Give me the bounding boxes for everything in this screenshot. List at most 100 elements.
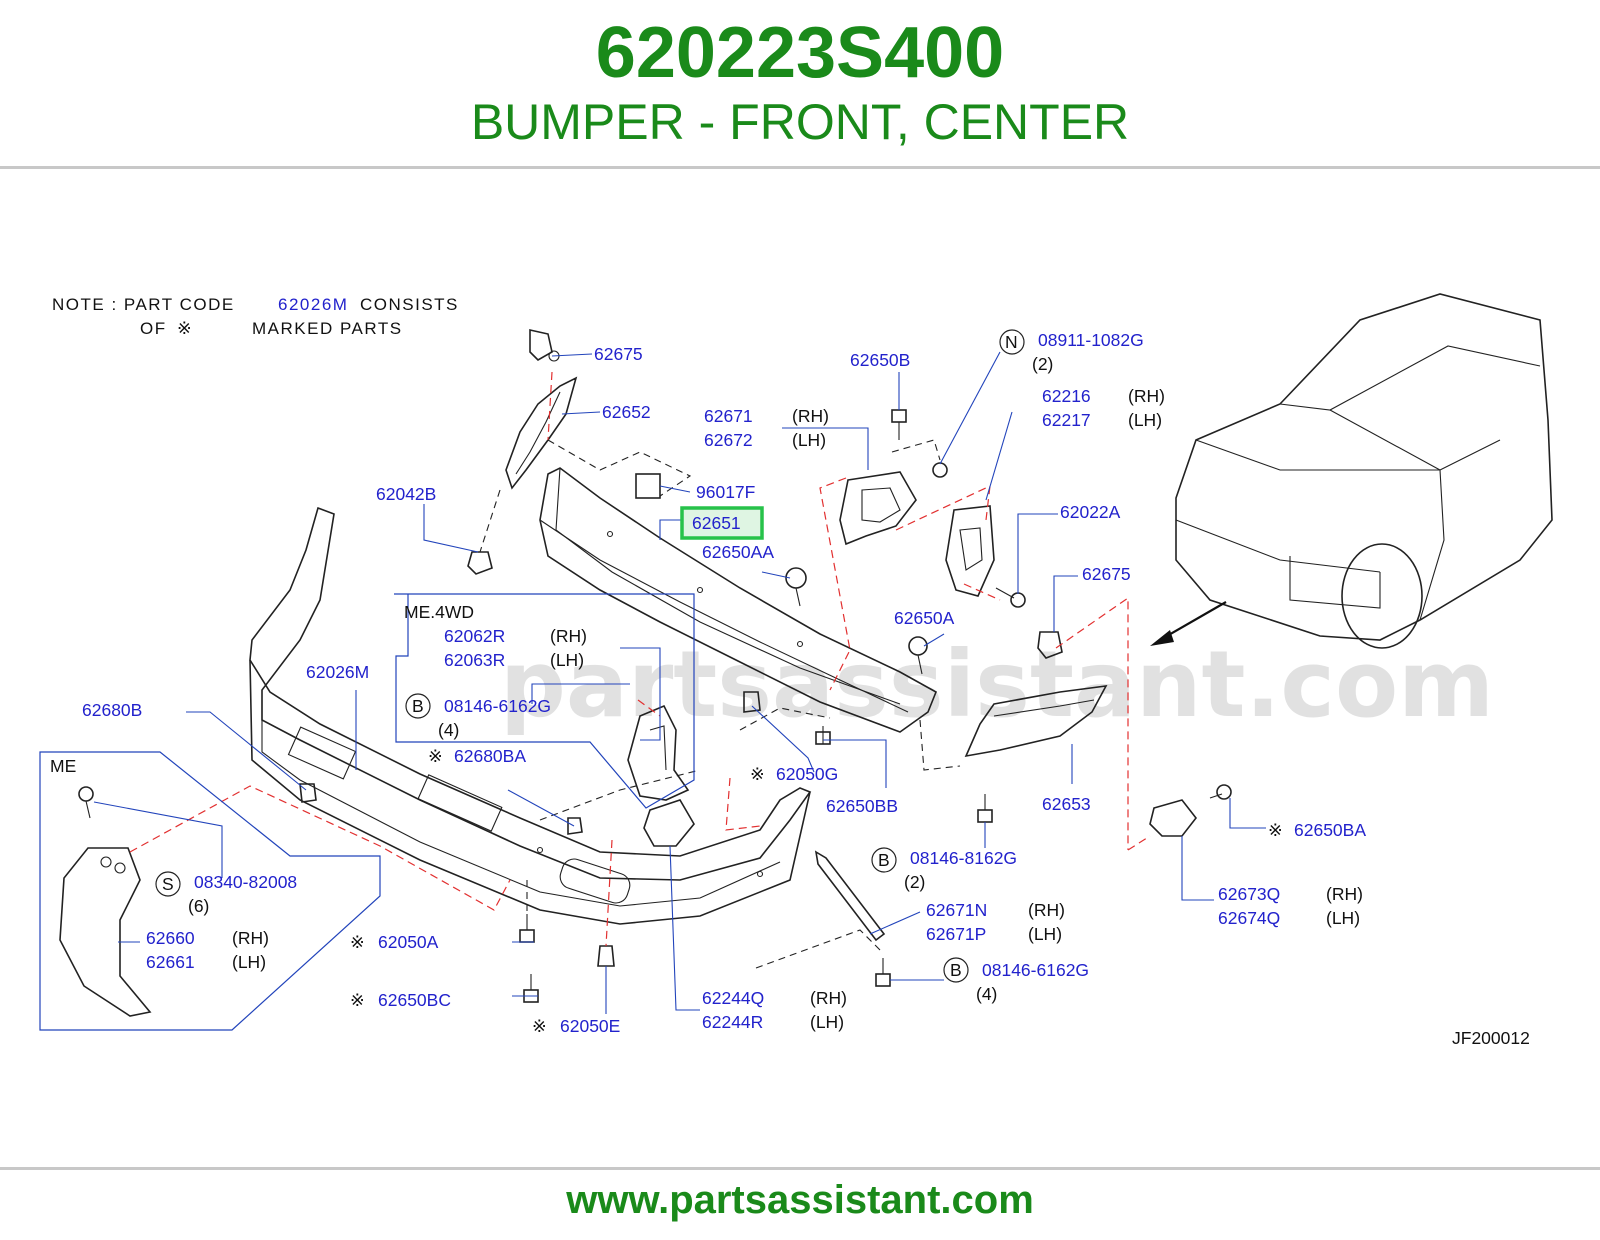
part-62650a[interactable]: 62650A (894, 608, 955, 628)
group-label-me-4wd: ME.4WD (404, 602, 474, 622)
part-62651[interactable]: 62651 (692, 513, 741, 533)
part-08146-6162g-a[interactable]: 08146-6162G (444, 696, 551, 716)
part-62650bb[interactable]: 62650BB (826, 796, 898, 816)
reinforcement-beam-drawing (539, 467, 938, 733)
part-08911-1082g[interactable]: 08911-1082G (1038, 330, 1144, 350)
part-62680ba[interactable]: 62680BA (454, 746, 526, 766)
side-62674q: (LH) (1326, 908, 1360, 928)
nut-62042b-drawing (467, 551, 493, 575)
part-62650bc[interactable]: 62650BC (378, 990, 451, 1010)
part-62675-right[interactable]: 62675 (1082, 564, 1131, 584)
part-62216[interactable]: 62216 (1042, 386, 1091, 406)
qty-08146-a: (4) (438, 720, 459, 740)
part-62650ba[interactable]: 62650BA (1294, 820, 1366, 840)
side-62216: (RH) (1128, 386, 1165, 406)
part-62026m[interactable]: 62026M (306, 662, 369, 682)
nut-08911-drawing (932, 462, 948, 478)
circle-b-a-label: B (412, 696, 424, 716)
clip-62680b-drawing (299, 783, 317, 803)
part-62050e[interactable]: 62050E (560, 1016, 620, 1036)
side-62062r: (RH) (550, 626, 587, 646)
part-08340-82008[interactable]: 08340-82008 (194, 872, 297, 892)
qty-08911: (2) (1032, 354, 1053, 374)
part-62650b[interactable]: 62650B (850, 350, 910, 370)
note-line2-suffix: MARKED PARTS (252, 319, 403, 338)
part-62042b[interactable]: 62042B (376, 484, 436, 504)
group-box-me (39, 751, 381, 1031)
part-62650aa[interactable]: 62650AA (702, 542, 774, 562)
bolt-62650bc-drawing (523, 974, 539, 1003)
bolt-62022a-drawing (995, 587, 1026, 608)
part-62652[interactable]: 62652 (602, 402, 651, 422)
circle-b-b (871, 847, 897, 873)
part-62244r[interactable]: 62244R (702, 1012, 763, 1032)
part-62675[interactable]: 62675 (594, 344, 643, 364)
alignment-lines (129, 371, 1151, 947)
side-62217: (LH) (1128, 410, 1162, 430)
bracket-62673q-drawing (1149, 799, 1198, 837)
leader-lines (93, 351, 1266, 1014)
side-62244r: (LH) (810, 1012, 844, 1032)
part-62050a[interactable]: 62050A (378, 932, 439, 952)
part-62050g[interactable]: 62050G (776, 764, 838, 784)
header-divider (0, 166, 1600, 169)
bolt-62050a-drawing (519, 914, 535, 943)
part-62217[interactable]: 62217 (1042, 410, 1091, 430)
assembly-lines (479, 439, 961, 969)
qty-08146-b: (2) (904, 872, 925, 892)
direction-arrow-icon (1150, 601, 1227, 646)
part-62653[interactable]: 62653 (1042, 794, 1091, 814)
footer-divider (0, 1167, 1600, 1170)
part-62660[interactable]: 62660 (146, 928, 195, 948)
part-62062r[interactable]: 62062R (444, 626, 505, 646)
circle-b-a (405, 693, 431, 719)
marked-62680ba-icon: ※ (428, 746, 443, 766)
group-label-me: ME (50, 756, 76, 776)
part-62671[interactable]: 62671 (704, 406, 753, 426)
side-62672: (LH) (792, 430, 826, 450)
part-62671n[interactable]: 62671N (926, 900, 987, 920)
part-62680b[interactable]: 62680B (82, 700, 142, 720)
clip-62675-right-drawing (1037, 631, 1063, 659)
side-extension-62653-drawing (964, 685, 1108, 758)
part-96017f[interactable]: 96017F (696, 482, 755, 502)
part-62244q[interactable]: 62244Q (702, 988, 764, 1008)
part-62671p[interactable]: 62671P (926, 924, 986, 944)
marked-62650ba-icon: ※ (1268, 820, 1283, 840)
side-62661: (LH) (232, 952, 266, 972)
bumper-fascia-drawing (249, 506, 812, 925)
note-part-code[interactable]: 62026M (278, 295, 348, 314)
part-08146-8162g[interactable]: 08146-8162G (910, 848, 1017, 868)
side-62671: (RH) (792, 406, 829, 426)
marked-62050e-icon: ※ (532, 1016, 547, 1036)
vehicle-illustration (1175, 293, 1553, 649)
part-62673q[interactable]: 62673Q (1218, 884, 1280, 904)
marked-62050g-icon: ※ (750, 764, 765, 784)
watermark: partsassistant.com (500, 631, 1494, 738)
page-header: 620223S400 BUMPER - FRONT, CENTER (0, 0, 1600, 168)
part-62022a[interactable]: 62022A (1060, 502, 1121, 522)
clip-62680ba-drawing (567, 817, 583, 835)
bolt-62650aa-drawing (785, 567, 807, 607)
side-62671p: (LH) (1028, 924, 1062, 944)
stay-62216-drawing (945, 505, 995, 597)
part-08146-6162g-c[interactable]: 08146-6162G (982, 960, 1089, 980)
screw-08340-drawing (78, 786, 94, 819)
part-62674q[interactable]: 62674Q (1218, 908, 1280, 928)
clip-62050e-drawing (597, 945, 615, 967)
part-62661[interactable]: 62661 (146, 952, 195, 972)
note-line1-suffix: CONSISTS (360, 295, 459, 314)
part-62672[interactable]: 62672 (704, 430, 753, 450)
marked-62050a-icon: ※ (350, 932, 365, 952)
side-62673q: (RH) (1326, 884, 1363, 904)
group-box-me-4wd (394, 593, 695, 809)
part-62063r[interactable]: 62063R (444, 650, 505, 670)
circle-s (155, 871, 181, 897)
bolt-62650b-drawing (891, 409, 907, 440)
bracket-62671-drawing (839, 471, 917, 546)
bracket-62062r-drawing (627, 704, 690, 801)
note-line2-prefix: OF (140, 319, 167, 338)
qty-08146-c: (4) (976, 984, 997, 1004)
footer-link[interactable]: www.partsassistant.com (566, 1178, 1034, 1222)
